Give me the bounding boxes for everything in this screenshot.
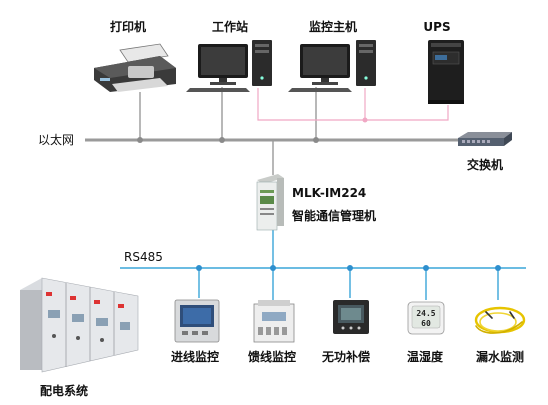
reactive-label: 无功补偿: [321, 349, 370, 364]
feeder-meter-icon: [253, 300, 295, 343]
power-system-label: 配电系统: [40, 383, 88, 398]
gateway-device-icon: [256, 174, 284, 231]
monitor-host-icon: [288, 40, 376, 92]
rs485-node: [196, 265, 202, 271]
printer-label: 打印机: [110, 19, 146, 34]
temp-reading: 24.5: [416, 309, 435, 318]
monitor-host-label: 监控主机: [309, 19, 357, 34]
rs485-node: [423, 265, 429, 271]
switch-icon: [458, 132, 512, 146]
ups-icon: [428, 40, 464, 104]
ethernet-node: [219, 137, 225, 143]
feeder-label: 馈线监控: [248, 349, 296, 364]
ethernet-label: 以太网: [38, 132, 74, 147]
rs485-label: RS485: [124, 250, 163, 264]
ups-label: UPS: [423, 20, 450, 34]
temp-humidity-label: 温湿度: [407, 349, 444, 364]
ups-link-node: [362, 117, 368, 123]
incoming-meter-icon: [174, 299, 220, 343]
workstation-icon: [186, 40, 272, 92]
workstation-label: 工作站: [212, 19, 248, 34]
leak-label: 漏水监测: [476, 349, 524, 364]
gateway-model-label: MLK-IM224: [292, 186, 366, 200]
gateway-name-label: 智能通信管理机: [291, 208, 376, 223]
rs485-node: [347, 265, 353, 271]
rs485-node: [495, 265, 501, 271]
leak-sensor-icon: [474, 306, 526, 334]
switch-label: 交换机: [467, 157, 503, 172]
ethernet-node: [313, 137, 319, 143]
power-cabinet-icon: [20, 277, 139, 373]
ethernet-node: [137, 137, 143, 143]
temp-humidity-sensor-icon: [407, 301, 445, 335]
incoming-label: 进线监控: [171, 349, 219, 364]
reactive-meter-icon: [333, 300, 369, 334]
ups-link: [257, 88, 449, 121]
rs485-node: [270, 265, 276, 271]
printer-icon: [94, 43, 176, 92]
humidity-reading: 60: [421, 319, 431, 328]
